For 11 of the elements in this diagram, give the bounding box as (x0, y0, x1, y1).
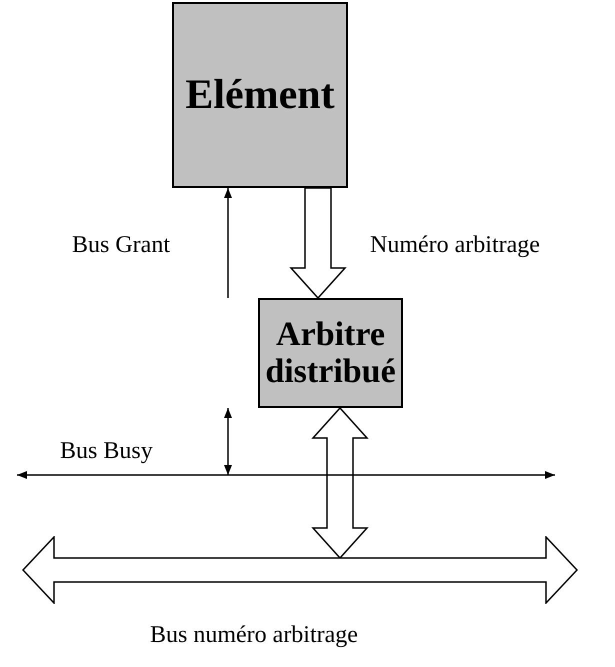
bus-label: Bus numéro arbitrage (150, 622, 358, 648)
box-text: Arbitre distribué (264, 316, 397, 390)
process-box (258, 298, 403, 408)
arrow (224, 408, 232, 475)
hollow-arrow (289, 187, 347, 300)
process-box (172, 2, 348, 188)
arrow (224, 188, 232, 298)
box-text: Elément (185, 72, 335, 118)
bus-bar (22, 536, 578, 604)
hollow-arrow (311, 406, 369, 560)
edge-label: Numéro arbitrage (370, 232, 540, 258)
